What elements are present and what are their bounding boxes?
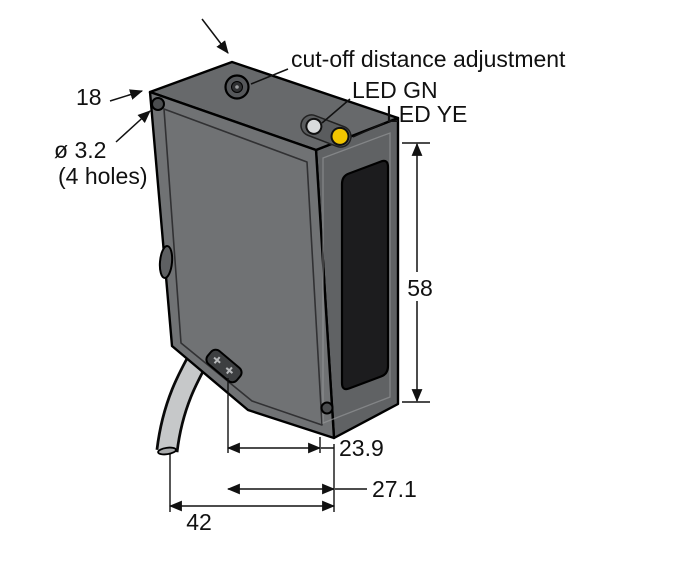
mounting-hole-top-left — [151, 97, 165, 111]
adjustment-leader-line — [250, 68, 289, 85]
adjustment-pot-center — [235, 85, 239, 89]
led-yellow-leader-line — [352, 122, 385, 138]
led-green-indicator — [305, 117, 323, 135]
front-face-inset-line — [163, 108, 323, 426]
dim-18-arrow-lower — [109, 89, 144, 102]
cable-end-cut — [157, 446, 177, 456]
hole-diameter-label: ø 3.2 — [54, 137, 106, 163]
led-recess — [300, 114, 352, 148]
dim-239-text: 23.9 — [339, 435, 384, 461]
hole-leader-line — [115, 110, 151, 143]
side-face-inset-line — [322, 132, 391, 424]
led-green-label: LED GN — [352, 77, 438, 103]
sensor-front-face — [148, 90, 336, 440]
dim-18-text: 18 — [76, 84, 102, 110]
mounting-hole-bottom-right — [320, 401, 334, 415]
led-green-leader-line — [321, 98, 351, 124]
dim-58-text: 58 — [407, 275, 433, 301]
connector-detail — [205, 348, 243, 384]
hole-count-label: (4 holes) — [58, 163, 147, 189]
led-yellow-indicator — [330, 126, 350, 146]
lens-window — [340, 159, 390, 391]
dim-271-text: 27.1 — [372, 476, 417, 502]
led-yellow-label: LED YE — [386, 101, 467, 127]
adjustment-label: cut-off distance adjustment — [291, 46, 566, 72]
dim-18-arrow-upper — [201, 18, 229, 54]
connector-plus-marks — [213, 356, 234, 375]
side-slot — [158, 245, 174, 279]
dim-42-text: 42 — [186, 509, 212, 535]
